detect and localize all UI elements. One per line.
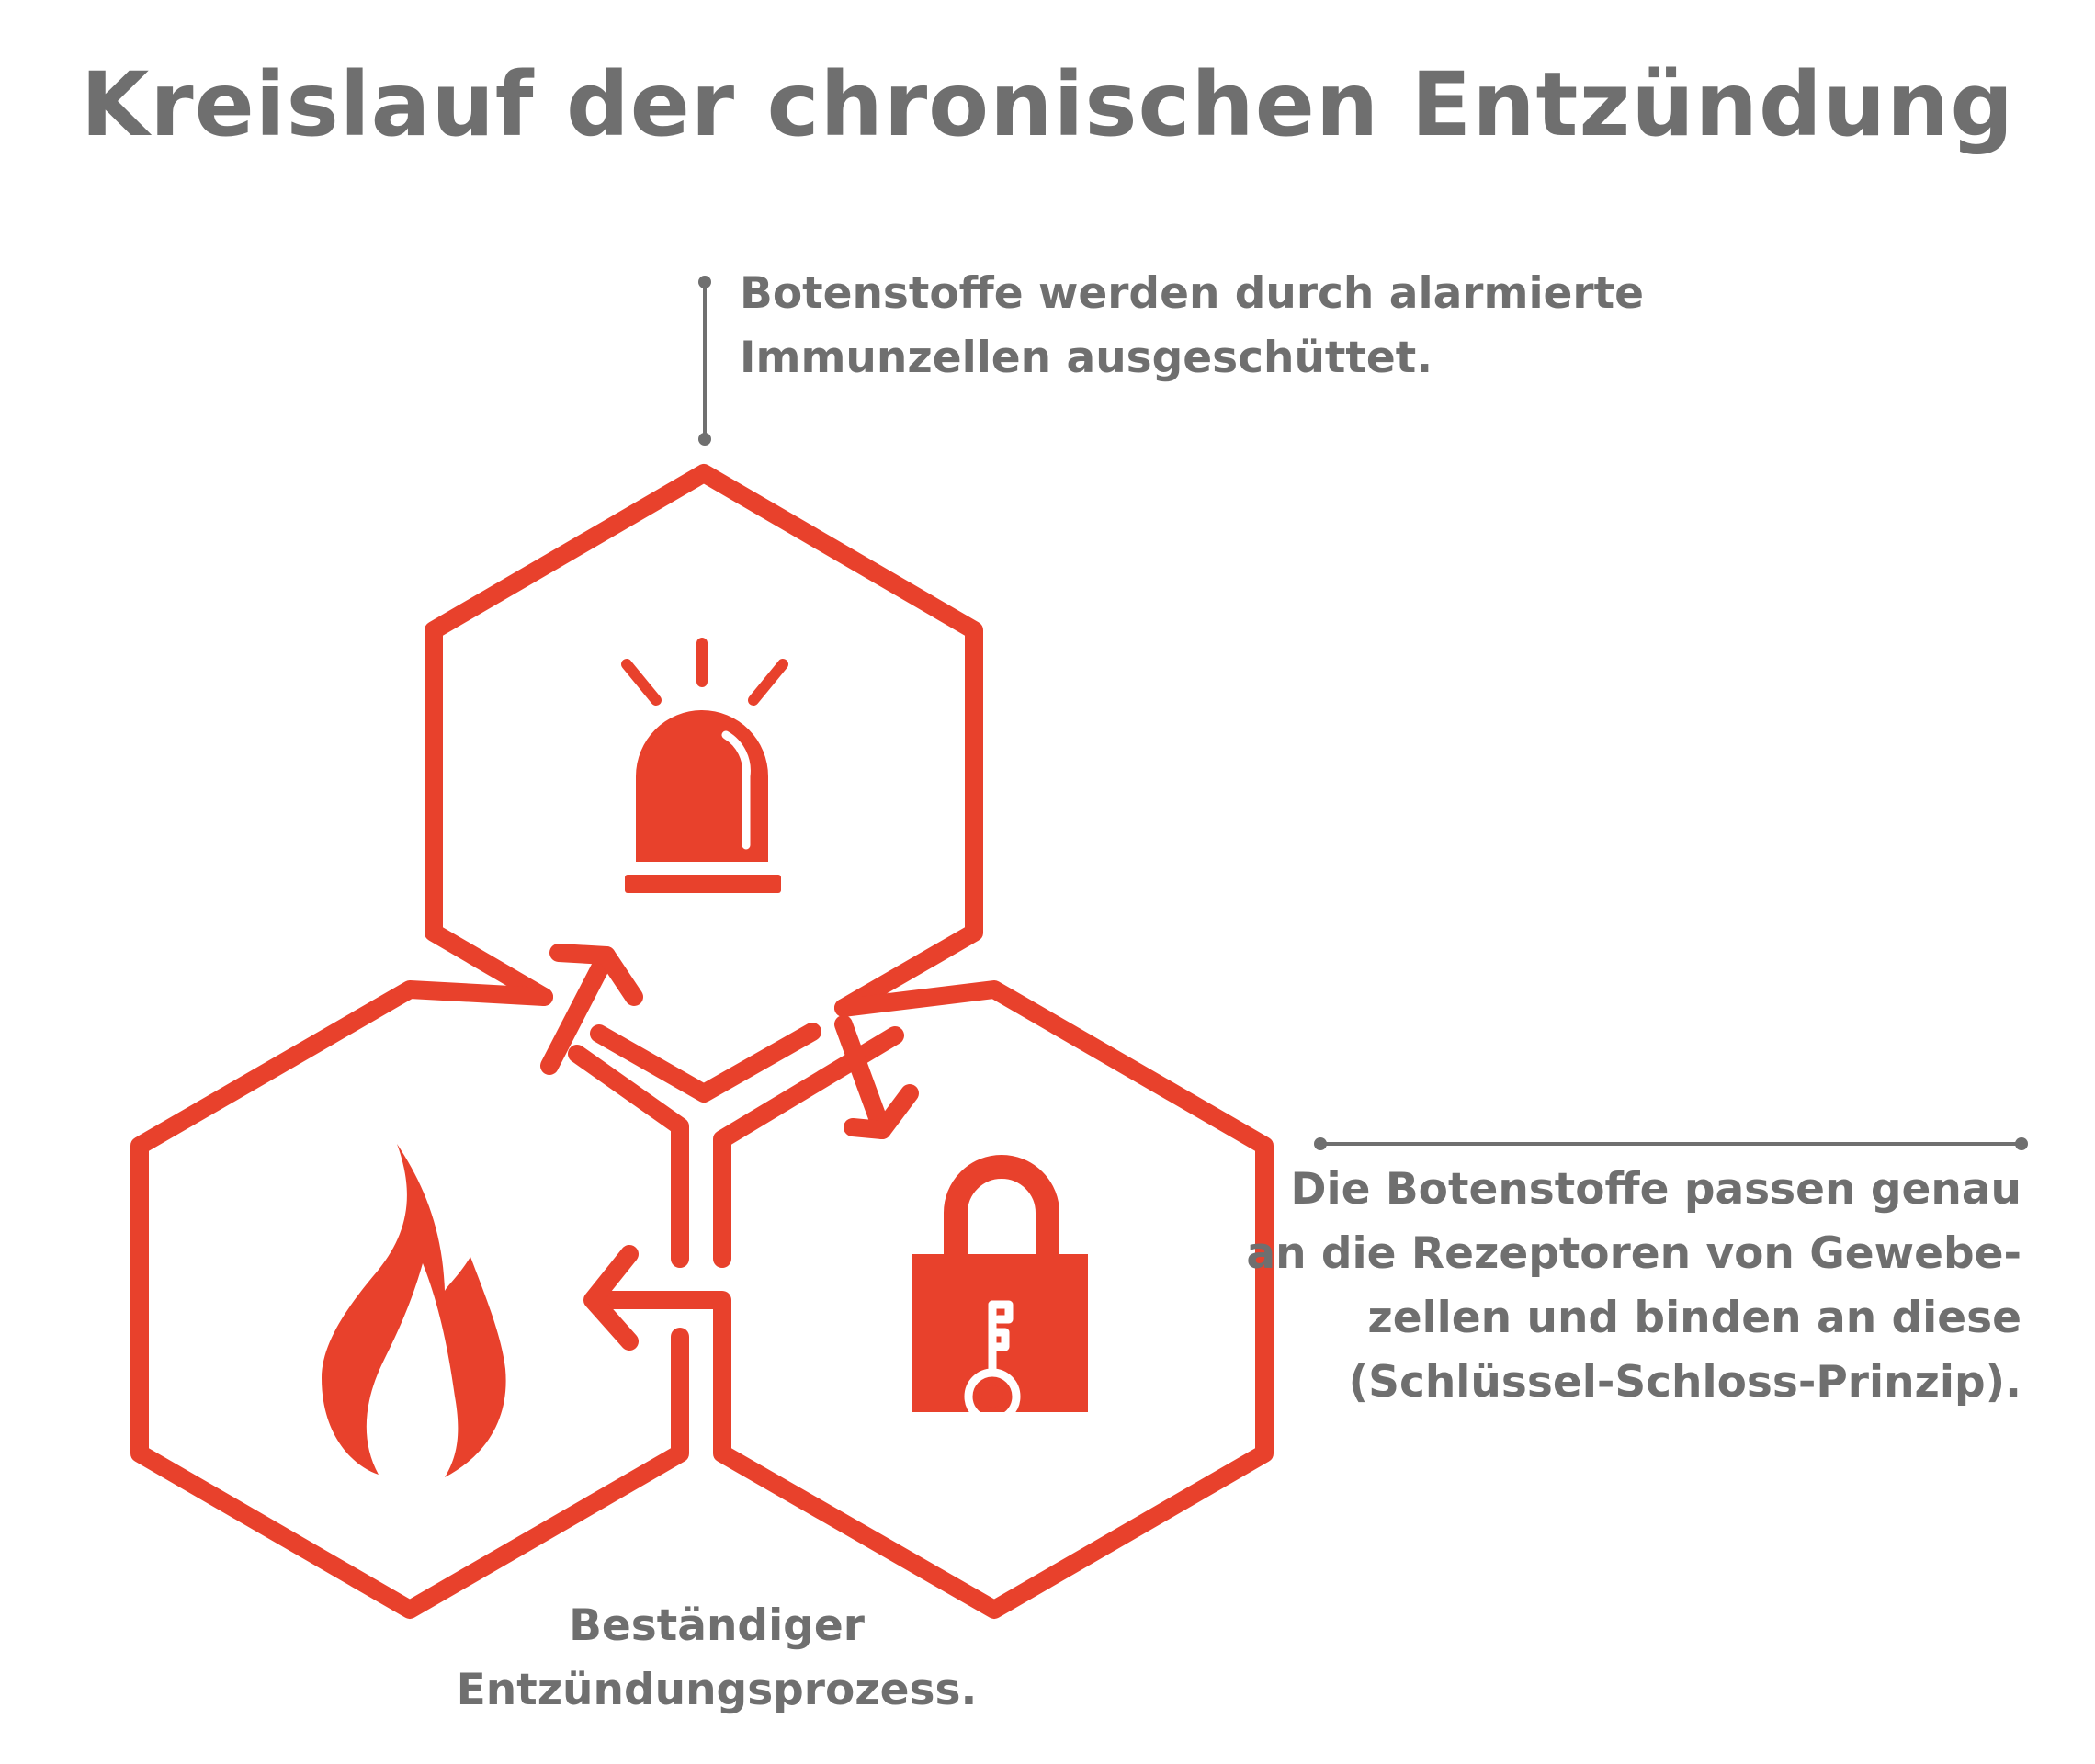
annotation-right-line: Die Botenstoffe passen genau [1290, 1164, 2022, 1215]
annotation-right: Die Botenstoffe passen genau an die Reze… [1246, 1158, 2021, 1415]
leader-line-right [1314, 1137, 2028, 1150]
siren-icon [621, 638, 788, 893]
arrow-to-left [583, 1245, 689, 1351]
diagram-title: Kreislauf der chronischen Entzündung [80, 53, 2015, 156]
padlock-key-icon [912, 1155, 1088, 1425]
annotation-top-line: Botenstoffe werden durch alarmierte [740, 268, 1644, 319]
hexagon-top [425, 464, 983, 1102]
arrow-to-right [834, 1015, 919, 1139]
hexagon-right [588, 980, 1274, 1619]
annotation-bottom-line: Beständiger [569, 1600, 865, 1651]
hexagon-left [130, 980, 689, 1619]
annotation-bottom-line: Entzündungsprozess. [456, 1665, 978, 1715]
annotation-top: Botenstoffe werden durch alarmierte Immu… [740, 262, 1644, 390]
annotation-right-line: zellen und binden an diese [1367, 1293, 2021, 1343]
annotation-top-line: Immunzellen ausgeschüttet. [740, 333, 1433, 383]
leader-line-top [698, 276, 711, 446]
flame-icon [322, 1144, 506, 1477]
arrow-to-top [540, 944, 643, 1075]
annotation-right-line: an die Rezeptoren von Gewebe- [1246, 1228, 2021, 1279]
annotation-bottom: Beständiger Entzündungsprozess. [441, 1594, 992, 1723]
annotation-right-line: (Schlüssel-Schloss-Prinzip). [1348, 1357, 2021, 1408]
